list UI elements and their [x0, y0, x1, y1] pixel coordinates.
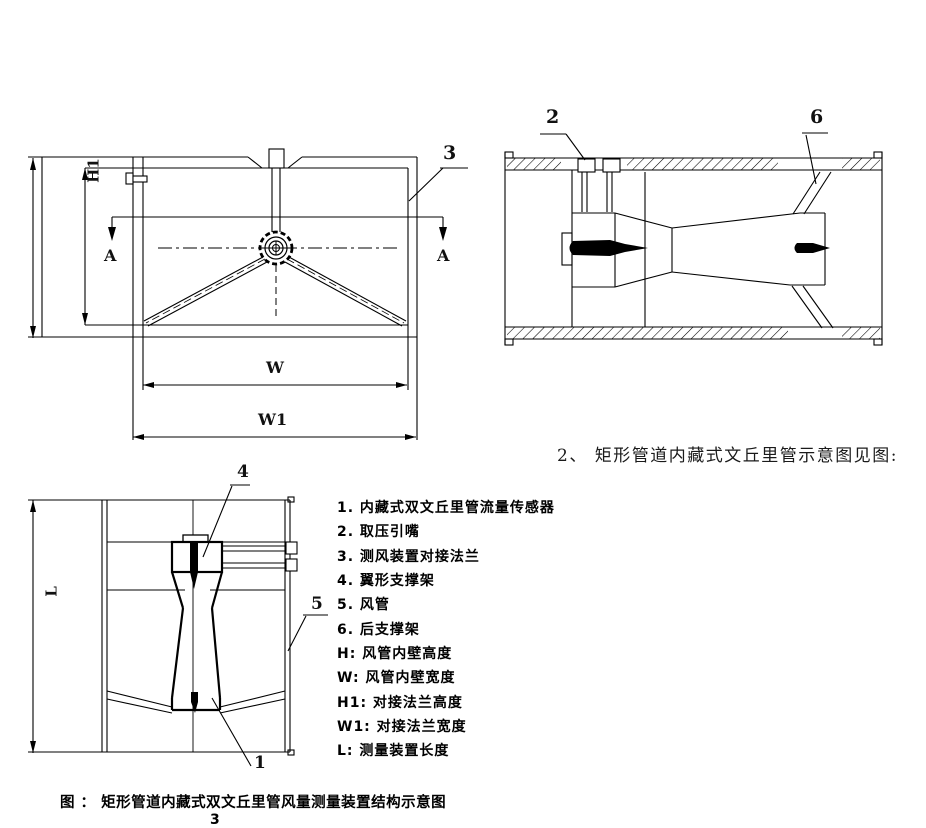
section-letter-a-left: A — [104, 246, 117, 265]
dimension-h1 — [82, 168, 88, 325]
dim-w1-label: W1 — [258, 410, 288, 429]
callout-4-leader — [202, 484, 250, 558]
legend-item: 3. 测风装置对接法兰 — [337, 548, 480, 565]
callout-2-leader — [540, 133, 586, 161]
support-braces — [143, 256, 407, 327]
dimension-w1 — [133, 434, 416, 440]
flow-arrows-section — [190, 543, 198, 713]
flow-arrows — [569, 240, 830, 256]
wing-support-plates — [107, 541, 285, 591]
front-view-drawing — [28, 148, 468, 440]
legend-item: 2. 取压引嘴 — [337, 524, 420, 541]
legend-item: 5. 风管 — [337, 597, 390, 614]
legend-item: 6. 后支撑架 — [337, 621, 420, 638]
callout-6-leader — [802, 132, 828, 185]
callout-1-label: 1 — [254, 753, 266, 773]
callout-3-leader — [408, 167, 468, 202]
legend: 1. 内藏式双文丘里管流量传感器 2. 取压引嘴 3. 测风装置对接法兰 4. … — [337, 496, 555, 764]
dim-w-label: W — [266, 358, 284, 377]
callout-6-label: 6 — [810, 106, 824, 128]
dim-h1-label: H1 — [84, 158, 103, 183]
legend-item: L: 测量装置长度 — [337, 743, 450, 760]
callout-5-label: 5 — [311, 594, 323, 614]
dimension-w — [143, 382, 407, 388]
pressure-pipe — [268, 148, 285, 232]
legend-item: H1: 对接法兰高度 — [337, 694, 463, 711]
callout-1-leader — [211, 697, 252, 767]
takeoff-pipes — [222, 541, 298, 572]
page-number: 3 — [210, 812, 220, 828]
legend-item: W1: 对接法兰宽度 — [337, 719, 467, 736]
figure-caption: 图 ： 矩形管道内藏式双文丘里管风量测量装置结构示意图 — [60, 795, 447, 811]
pressure-tap-stubs — [577, 158, 621, 212]
dim-l-label: L — [42, 586, 61, 597]
callout-4-label: 4 — [237, 462, 249, 482]
section-letter-a-right: A — [437, 246, 450, 265]
callout-3-label: 3 — [443, 142, 457, 164]
wall-hatching — [507, 158, 880, 339]
dimension-l — [30, 500, 36, 753]
section-line-a-a — [108, 216, 447, 241]
dimension-h — [28, 156, 42, 338]
section-view-drawing — [28, 484, 328, 767]
legend-item: W: 风管内壁宽度 — [337, 670, 456, 687]
legend-item: 1. 内藏式双文丘里管流量传感器 — [337, 500, 555, 516]
legend-item: H: 风管内壁高度 — [337, 646, 453, 663]
rear-support — [791, 171, 834, 329]
legend-item: 4. 翼形支撑架 — [337, 573, 435, 590]
venturi-section — [170, 534, 224, 712]
callout-5-leader — [287, 614, 328, 652]
bottom-braces — [106, 690, 286, 714]
callout-2-label: 2 — [546, 106, 560, 128]
note-right: 2、 矩形管道内藏式文丘里管示意图见图: — [557, 446, 898, 466]
side-view-drawing — [504, 132, 883, 346]
side-tap-fitting — [125, 172, 148, 185]
